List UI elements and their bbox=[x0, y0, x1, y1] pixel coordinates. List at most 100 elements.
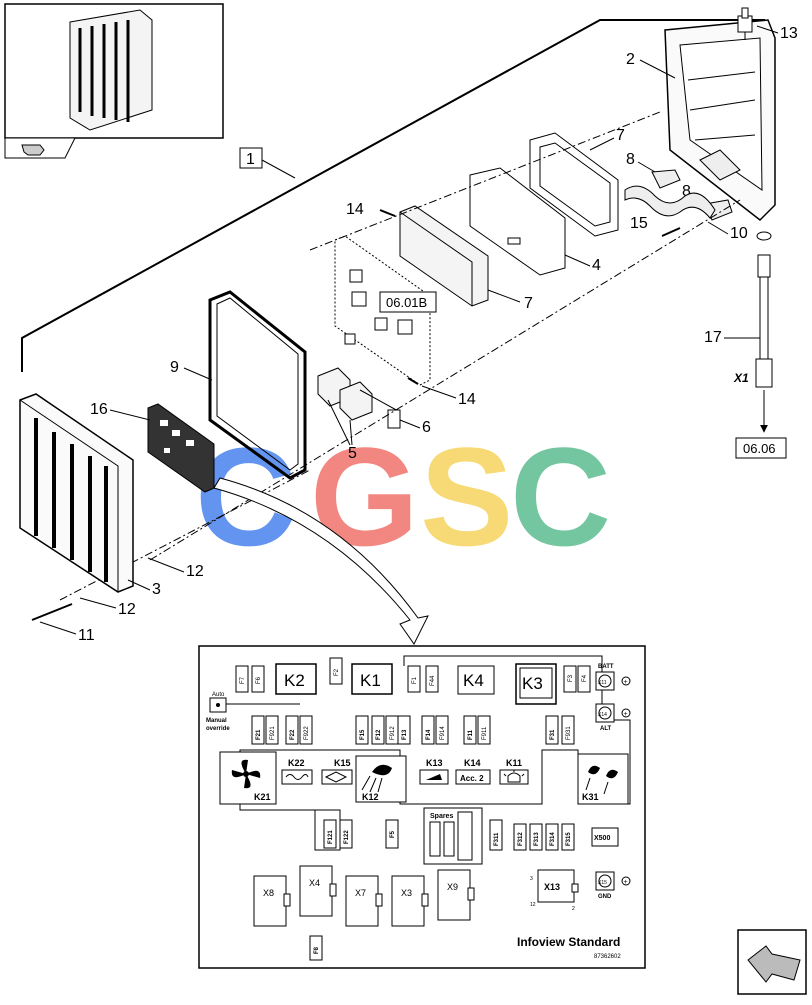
fuse-f7: F7 bbox=[235, 665, 249, 693]
fan-icon bbox=[231, 759, 261, 789]
connector-x8: X8 bbox=[253, 875, 291, 927]
fuse-f914: F914 bbox=[435, 715, 449, 745]
svg-text:F311: F311 bbox=[494, 832, 500, 846]
svg-text:F11: F11 bbox=[468, 729, 474, 740]
callout-13: 13 bbox=[780, 25, 798, 42]
gasket-part-9 bbox=[208, 290, 307, 480]
fusebox-part-number: 87362602 bbox=[594, 954, 621, 960]
fuse-f31: F31 bbox=[545, 715, 559, 745]
callout-17: 17 bbox=[704, 329, 722, 346]
watermark-letter-s: S bbox=[420, 418, 513, 575]
svg-text:F44: F44 bbox=[430, 675, 436, 686]
fuse-f2: F2 bbox=[329, 657, 343, 685]
screw-part-15 bbox=[661, 227, 681, 237]
svg-text:override: override bbox=[206, 726, 230, 732]
svg-text:ALT: ALT bbox=[600, 726, 612, 732]
svg-text:Manual: Manual bbox=[206, 718, 227, 724]
gasket-frame-7-upper bbox=[529, 132, 619, 237]
svg-text:3: 3 bbox=[530, 876, 533, 882]
svg-text:+: + bbox=[624, 679, 628, 686]
svg-text:F6: F6 bbox=[256, 676, 262, 684]
callout-4: 4 bbox=[592, 257, 601, 274]
connector-x7: X7 bbox=[345, 875, 383, 927]
svg-text:K2: K2 bbox=[284, 671, 305, 690]
callout-6: 6 bbox=[422, 419, 431, 436]
fuse-f12: F12 bbox=[371, 715, 385, 745]
callout-14-lower: 14 bbox=[458, 391, 476, 408]
svg-text:06.01B: 06.01B bbox=[386, 295, 427, 310]
connector-x3: X3 bbox=[391, 875, 429, 927]
terminal-x11-batt: X11 BATT + bbox=[595, 664, 631, 691]
fuse-f122: F122 bbox=[339, 819, 353, 849]
fuse-f3: F3 bbox=[563, 665, 577, 693]
fuse-f15: F15 bbox=[355, 715, 369, 745]
thumbnail-inset bbox=[4, 3, 224, 159]
svg-text:K15: K15 bbox=[334, 758, 351, 768]
svg-text:Acc. 2: Acc. 2 bbox=[460, 774, 484, 783]
svg-text:F3: F3 bbox=[568, 674, 574, 682]
callout-7-upper: 7 bbox=[616, 127, 625, 144]
callout-5: 5 bbox=[348, 445, 357, 462]
svg-text:F121: F121 bbox=[328, 830, 334, 844]
svg-text:X7: X7 bbox=[355, 888, 366, 898]
svg-text:F13: F13 bbox=[402, 729, 408, 740]
svg-text:X4: X4 bbox=[309, 878, 320, 888]
front-cover-part-3 bbox=[19, 393, 134, 593]
svg-text:F8: F8 bbox=[314, 946, 320, 954]
fusebox-title: Infoview Standard bbox=[517, 935, 620, 949]
auto-switch: Auto Manual override bbox=[206, 692, 300, 732]
svg-text:F22: F22 bbox=[290, 729, 296, 740]
svg-text:F15: F15 bbox=[360, 729, 366, 740]
svg-text:K1: K1 bbox=[360, 671, 381, 690]
svg-text:K21: K21 bbox=[254, 792, 271, 802]
svg-text:F314: F314 bbox=[550, 832, 556, 846]
fuse-f22: F22 bbox=[285, 715, 299, 745]
cable-ref-box: 06.06 bbox=[735, 437, 787, 459]
svg-text:GND: GND bbox=[598, 894, 612, 900]
svg-text:F912: F912 bbox=[390, 726, 396, 740]
svg-text:X500: X500 bbox=[594, 835, 610, 842]
connector-x500: X500 bbox=[591, 827, 619, 847]
connector-x4: X4 bbox=[299, 865, 337, 917]
svg-text:1: 1 bbox=[246, 151, 255, 168]
svg-text:X15: X15 bbox=[598, 880, 607, 886]
board-ref-box: 06.01B bbox=[379, 291, 437, 313]
svg-text:F4: F4 bbox=[582, 674, 588, 682]
assembly-axis-lines bbox=[59, 111, 741, 601]
svg-text:F931: F931 bbox=[566, 726, 572, 740]
svg-text:X3: X3 bbox=[401, 888, 412, 898]
module-k12: K12 bbox=[355, 755, 407, 803]
svg-text:F5: F5 bbox=[390, 830, 396, 838]
svg-text:F122: F122 bbox=[344, 830, 350, 844]
next-page-arrow-icon[interactable] bbox=[737, 929, 807, 995]
fuse-f1: F1 bbox=[407, 665, 421, 693]
horn-icon bbox=[324, 771, 348, 783]
svg-text:2: 2 bbox=[572, 906, 575, 912]
module-k31: K31 bbox=[577, 753, 629, 805]
fuse-f6: F6 bbox=[251, 665, 265, 693]
fuse-f315: F315 bbox=[561, 823, 575, 851]
svg-text:K31: K31 bbox=[582, 792, 599, 802]
fuse-f13: F13 bbox=[397, 715, 411, 745]
fuse-f121: F121 bbox=[323, 819, 337, 849]
svg-text:K14: K14 bbox=[464, 758, 481, 768]
svg-text:06.06: 06.06 bbox=[743, 441, 776, 456]
svg-text:K4: K4 bbox=[463, 671, 484, 690]
svg-text:12: 12 bbox=[530, 902, 536, 908]
svg-text:F1: F1 bbox=[412, 676, 418, 684]
screw-part-11 bbox=[31, 603, 73, 621]
fuse-f931: F931 bbox=[561, 715, 575, 745]
svg-text:K3: K3 bbox=[522, 674, 543, 693]
module-k11: K11 bbox=[499, 758, 529, 785]
connector-x9: X9 bbox=[437, 869, 475, 921]
fuse-f911: F911 bbox=[477, 715, 491, 745]
cable-part-17 bbox=[755, 231, 773, 433]
callout-12-upper: 12 bbox=[186, 563, 204, 580]
svg-text:+: + bbox=[624, 879, 628, 886]
detail-arrow bbox=[213, 477, 429, 645]
assembly-bracket-line bbox=[21, 19, 765, 372]
callout-2: 2 bbox=[626, 51, 635, 68]
callout-9: 9 bbox=[170, 359, 179, 376]
svg-text:X14: X14 bbox=[598, 712, 607, 718]
